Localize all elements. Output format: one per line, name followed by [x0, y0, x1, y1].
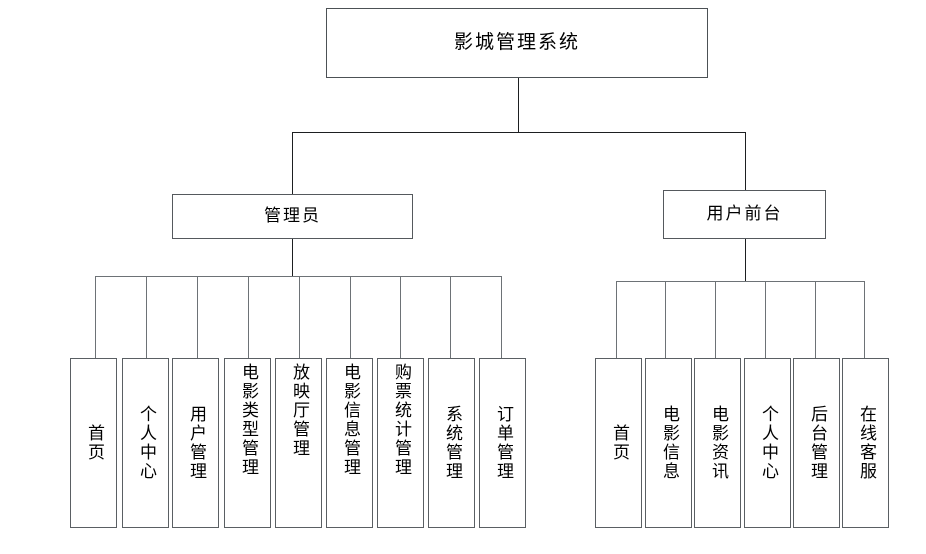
- leaf-frontend-3[interactable]: 电影资讯: [694, 358, 741, 528]
- connector-root-stem: [518, 78, 519, 132]
- leaf-frontend-5-label: 后台管理: [807, 405, 827, 481]
- leaf-admin-9-label: 订单管理: [493, 405, 513, 481]
- leaf-frontend-5[interactable]: 后台管理: [793, 358, 840, 528]
- leaf-admin-5[interactable]: 放映厅管理: [275, 358, 322, 528]
- leaf-frontend-4[interactable]: 个人中心: [744, 358, 791, 528]
- connector-level2-bus: [292, 132, 746, 133]
- connector-admin-leaf-stem-6: [350, 276, 351, 358]
- leaf-frontend-2-label: 电影信息: [659, 405, 679, 481]
- connector-admin-bus: [95, 276, 501, 277]
- node-root-system[interactable]: 影城管理系统: [326, 8, 708, 78]
- leaf-admin-4-label: 电影类型管理: [238, 363, 258, 477]
- connector-admin-leaf-stem-4: [248, 276, 249, 358]
- leaf-admin-6[interactable]: 电影信息管理: [326, 358, 373, 528]
- leaf-frontend-6-label: 在线客服: [856, 405, 876, 481]
- connector-frontend-stem: [745, 239, 746, 281]
- connector-frontend-leaf-stem-6: [864, 281, 865, 358]
- connector-admin-leaf-stem-3: [197, 276, 198, 358]
- connector-drop-admin: [292, 132, 293, 194]
- leaf-admin-6-label: 电影信息管理: [340, 363, 360, 477]
- connector-admin-leaf-stem-9: [501, 276, 502, 358]
- leaf-admin-1[interactable]: 首页: [70, 358, 117, 528]
- node-frontend-label: 用户前台: [706, 203, 783, 224]
- connector-frontend-leaf-stem-4: [765, 281, 766, 358]
- connector-admin-leaf-stem-1: [95, 276, 96, 358]
- leaf-admin-8[interactable]: 系统管理: [428, 358, 475, 528]
- leaf-admin-4[interactable]: 电影类型管理: [224, 358, 271, 528]
- leaf-admin-3[interactable]: 用户管理: [172, 358, 219, 528]
- node-frontend[interactable]: 用户前台: [663, 190, 826, 239]
- node-admin[interactable]: 管理员: [172, 194, 413, 239]
- connector-drop-frontend: [745, 132, 746, 190]
- node-root-label: 影城管理系统: [453, 31, 580, 54]
- leaf-admin-3-label: 用户管理: [186, 405, 206, 481]
- leaf-admin-7-label: 购票统计管理: [391, 363, 411, 477]
- leaf-frontend-2[interactable]: 电影信息: [645, 358, 692, 528]
- connector-admin-leaf-stem-5: [299, 276, 300, 358]
- leaf-admin-5-label: 放映厅管理: [289, 363, 309, 458]
- leaf-admin-2[interactable]: 个人中心: [122, 358, 169, 528]
- connector-frontend-leaf-stem-3: [715, 281, 716, 358]
- leaf-frontend-4-label: 个人中心: [758, 405, 778, 481]
- leaf-admin-7[interactable]: 购票统计管理: [377, 358, 424, 528]
- leaf-frontend-6[interactable]: 在线客服: [842, 358, 889, 528]
- connector-admin-leaf-stem-7: [400, 276, 401, 358]
- leaf-admin-2-label: 个人中心: [136, 405, 156, 481]
- connector-admin-stem: [292, 239, 293, 276]
- node-admin-label: 管理员: [264, 205, 321, 226]
- connector-frontend-leaf-stem-5: [815, 281, 816, 358]
- connector-admin-leaf-stem-2: [146, 276, 147, 358]
- leaf-admin-8-label: 系统管理: [442, 405, 462, 481]
- leaf-frontend-1-label: 首页: [609, 424, 629, 462]
- leaf-frontend-3-label: 电影资讯: [708, 405, 728, 481]
- leaf-admin-9[interactable]: 订单管理: [479, 358, 526, 528]
- leaf-admin-1-label: 首页: [84, 424, 104, 462]
- connector-frontend-bus: [616, 281, 865, 282]
- leaf-frontend-1[interactable]: 首页: [595, 358, 642, 528]
- connector-frontend-leaf-stem-2: [665, 281, 666, 358]
- connector-frontend-leaf-stem-1: [616, 281, 617, 358]
- connector-admin-leaf-stem-8: [450, 276, 451, 358]
